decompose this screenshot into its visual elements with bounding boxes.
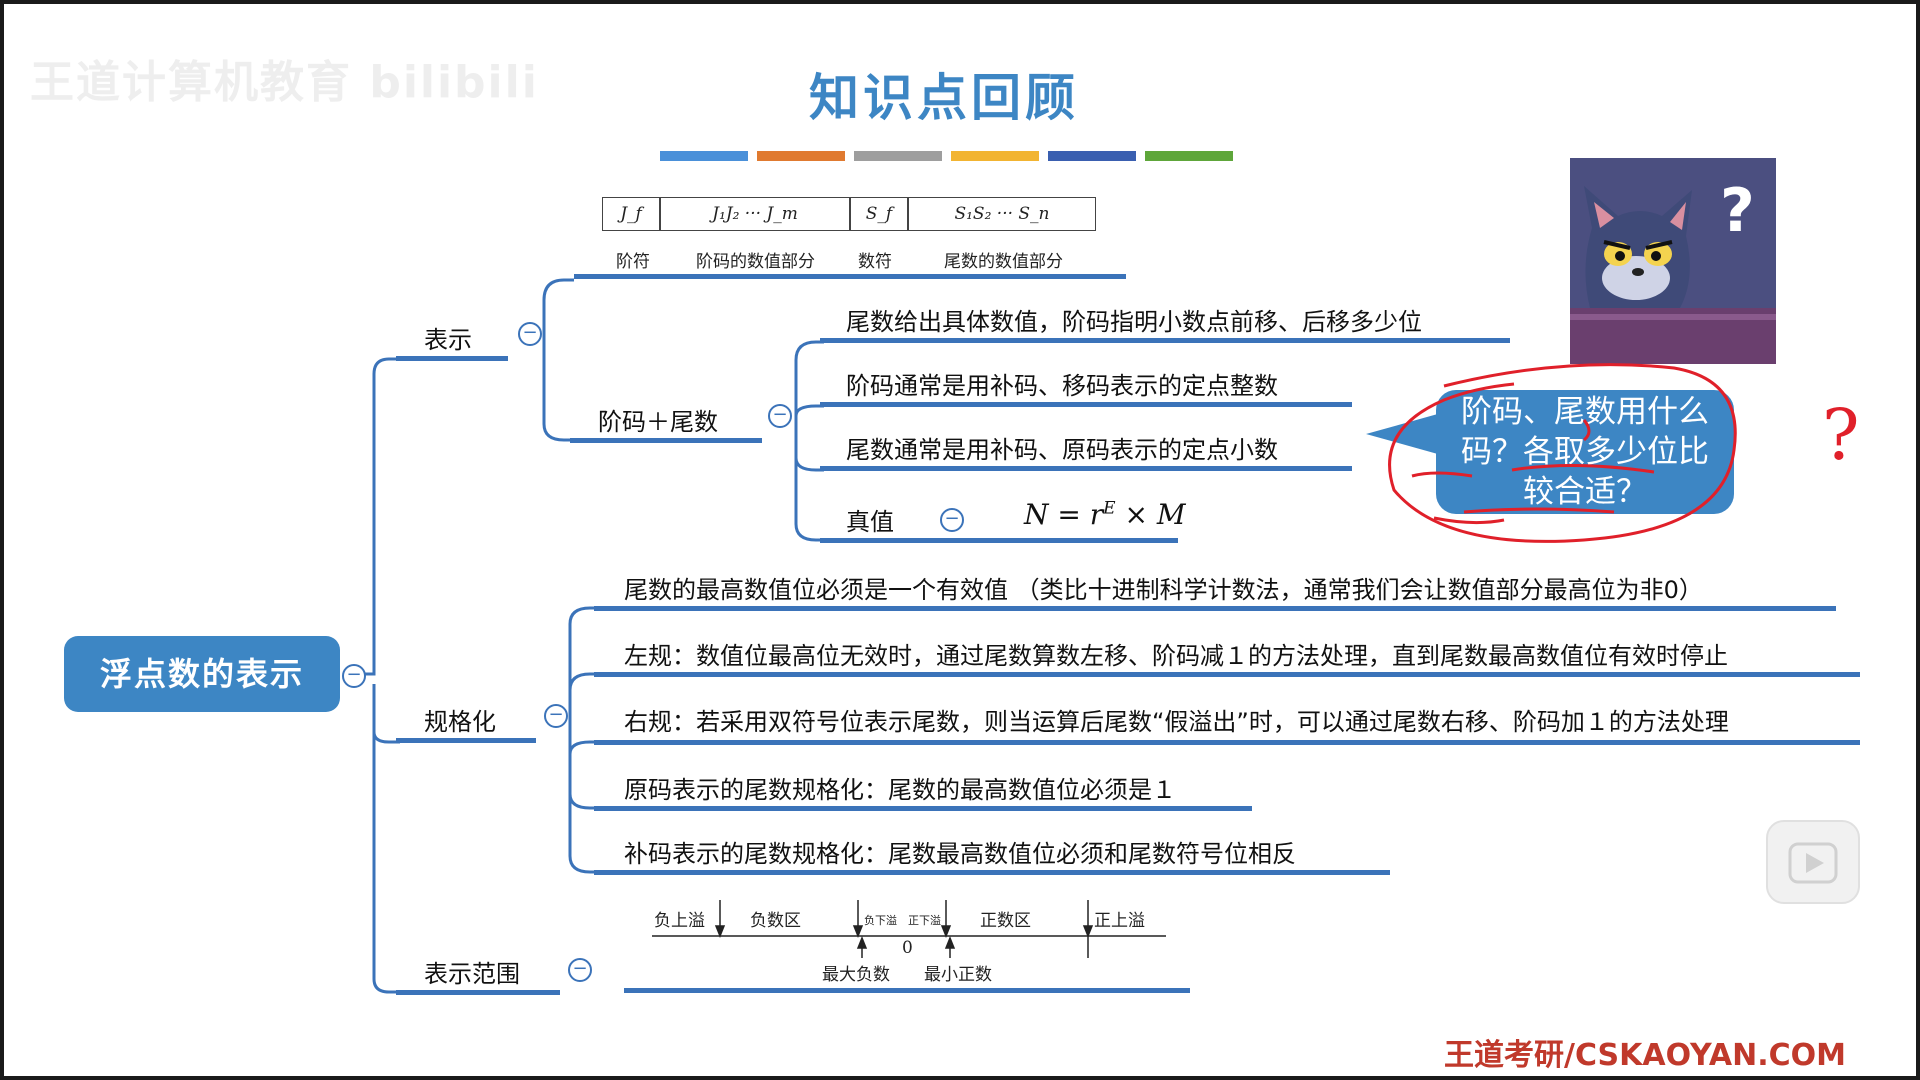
format-label: 阶码的数值部分	[696, 247, 815, 272]
ink-annotation	[1374, 360, 1794, 560]
leaf-underline	[594, 672, 1860, 677]
cat-meme-image: ?	[1570, 158, 1776, 364]
branch-representation[interactable]: 表示	[424, 320, 472, 355]
collapse-toggle[interactable]: −	[544, 704, 568, 728]
branch-underline	[396, 990, 560, 995]
format-cell: S_f	[850, 197, 908, 231]
leaf-text: 左规：数值位最高位无效时，通过尾数算数左移、阶码减１的方法处理，直到尾数最高数值…	[624, 636, 1728, 671]
format-cell: J₁J₂ ··· J_m	[660, 197, 850, 231]
leaf-underline	[624, 988, 1190, 993]
leaf-underline	[594, 870, 1390, 875]
true-value-formula: N = rE × M	[1024, 498, 1186, 531]
range-label: 最小正数	[924, 960, 992, 985]
range-label: 负下溢	[864, 912, 897, 928]
branch-exponent-mantissa[interactable]: 阶码＋尾数	[598, 402, 718, 437]
collapse-toggle[interactable]: −	[568, 958, 592, 982]
range-label: 0	[902, 938, 913, 958]
leaf-underline	[820, 538, 1178, 543]
branch-range[interactable]: 表示范围	[424, 954, 520, 989]
leaf-underline	[594, 606, 1836, 611]
true-value-label: 真值	[846, 502, 894, 537]
range-label: 正上溢	[1094, 906, 1145, 931]
collapse-toggle[interactable]: −	[940, 508, 964, 532]
format-label: 尾数的数值部分	[944, 247, 1063, 272]
play-icon	[1768, 822, 1858, 902]
format-label: 数符	[858, 247, 892, 272]
slide: 王道计算机教育 bilibili 知识点回顾 浮点数的表示 − 表示 − J_	[4, 4, 1916, 1076]
leaf-text: 阶码通常是用补码、移码表示的定点整数	[846, 366, 1278, 401]
leaf-underline	[594, 806, 1252, 811]
leaf-underline	[820, 466, 1352, 471]
branch-normalization[interactable]: 规格化	[424, 702, 496, 737]
ink-question-mark: ?	[1822, 394, 1860, 476]
leaf-text: 尾数给出具体数值，阶码指明小数点前移、后移多少位	[846, 302, 1422, 337]
collapse-toggle[interactable]: −	[768, 404, 792, 428]
collapse-toggle[interactable]: −	[342, 664, 366, 688]
range-label: 负上溢	[654, 906, 705, 931]
range-label: 正数区	[980, 906, 1031, 931]
collapse-toggle[interactable]: −	[518, 322, 542, 346]
leaf-underline	[594, 740, 1860, 745]
range-label: 正下溢	[908, 912, 941, 928]
footer-brand: 王道考研/CSKAOYAN.COM	[1444, 1030, 1846, 1074]
format-cell: J_f	[602, 197, 660, 231]
diagram-underline	[574, 274, 1126, 279]
format-cell: S₁S₂ ··· S_n	[908, 197, 1096, 231]
format-label: 阶符	[616, 247, 650, 272]
cat-question-mark: ?	[1720, 176, 1755, 246]
root-node[interactable]: 浮点数的表示	[64, 636, 340, 712]
branch-underline	[570, 438, 762, 443]
play-button[interactable]	[1766, 820, 1860, 904]
range-label: 负数区	[750, 906, 801, 931]
range-label: 最大负数	[822, 960, 890, 985]
leaf-text: 补码表示的尾数规格化：尾数最高数值位必须和尾数符号位相反	[624, 834, 1296, 869]
branch-underline	[396, 356, 508, 361]
leaf-text: 原码表示的尾数规格化：尾数的最高数值位必须是１	[624, 770, 1176, 805]
branch-underline	[396, 738, 536, 743]
leaf-underline	[820, 402, 1352, 407]
leaf-text: 尾数通常是用补码、原码表示的定点小数	[846, 430, 1278, 465]
leaf-text: 尾数的最高数值位必须是一个有效值 （类比十进制科学计数法，通常我们会让数值部分最…	[624, 570, 1703, 605]
leaf-underline	[820, 338, 1510, 343]
leaf-text: 右规：若采用双符号位表示尾数，则当运算后尾数“假溢出”时，可以通过尾数右移、阶码…	[624, 702, 1729, 737]
